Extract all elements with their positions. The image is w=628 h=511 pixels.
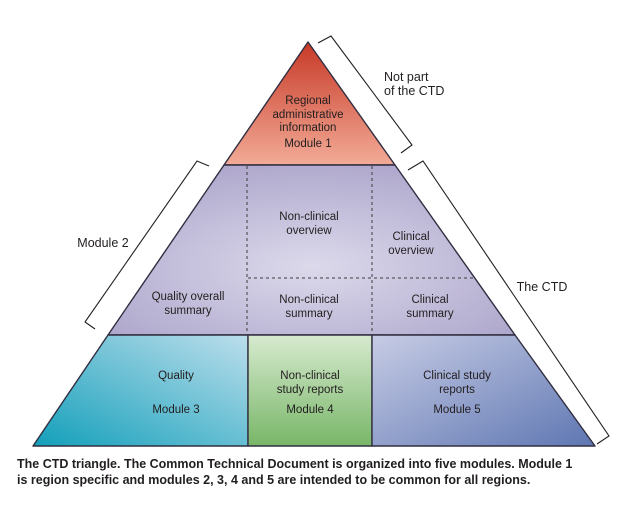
clinical-overview-label: Clinical overview: [388, 231, 434, 257]
module1-name: Module 1: [284, 138, 332, 150]
module2-bracket-line: [84, 160, 210, 330]
module4-name: Module 4: [286, 404, 334, 416]
not-part-of-ctd-annotation: Not part of the CTD: [384, 70, 445, 98]
clinical-summary-label: Clinical summary: [406, 294, 454, 320]
quality-overall-summary-label: Quality overall summary: [151, 291, 225, 317]
nonclinical-summary-label: Non-clinical summary: [279, 294, 339, 320]
module5-label: Clinical study reports: [423, 370, 491, 396]
dashed-dividers: [246, 166, 474, 334]
module3-label: Quality: [158, 370, 194, 382]
module1-label: Regional administrative information: [272, 95, 344, 134]
bracket-lines: [84, 35, 610, 445]
nonclinical-overview-label: Non-clinical overview: [279, 211, 339, 237]
triangle-regions: [32, 41, 596, 447]
module4-label: Non-clinical study reports: [276, 370, 344, 396]
the-ctd-bracket-annotation: The CTD: [516, 280, 568, 294]
module2-bracket-annotation: Module 2: [77, 236, 129, 250]
not-part-bracket-line: [317, 35, 413, 154]
module5-region: [371, 334, 596, 447]
module3-name: Module 3: [152, 404, 200, 416]
figure-caption: The CTD triangle. The Common Technical D…: [17, 457, 573, 487]
module3-region: [32, 334, 249, 447]
the-ctd-bracket-line: [407, 160, 610, 445]
module5-name: Module 5: [433, 404, 481, 416]
